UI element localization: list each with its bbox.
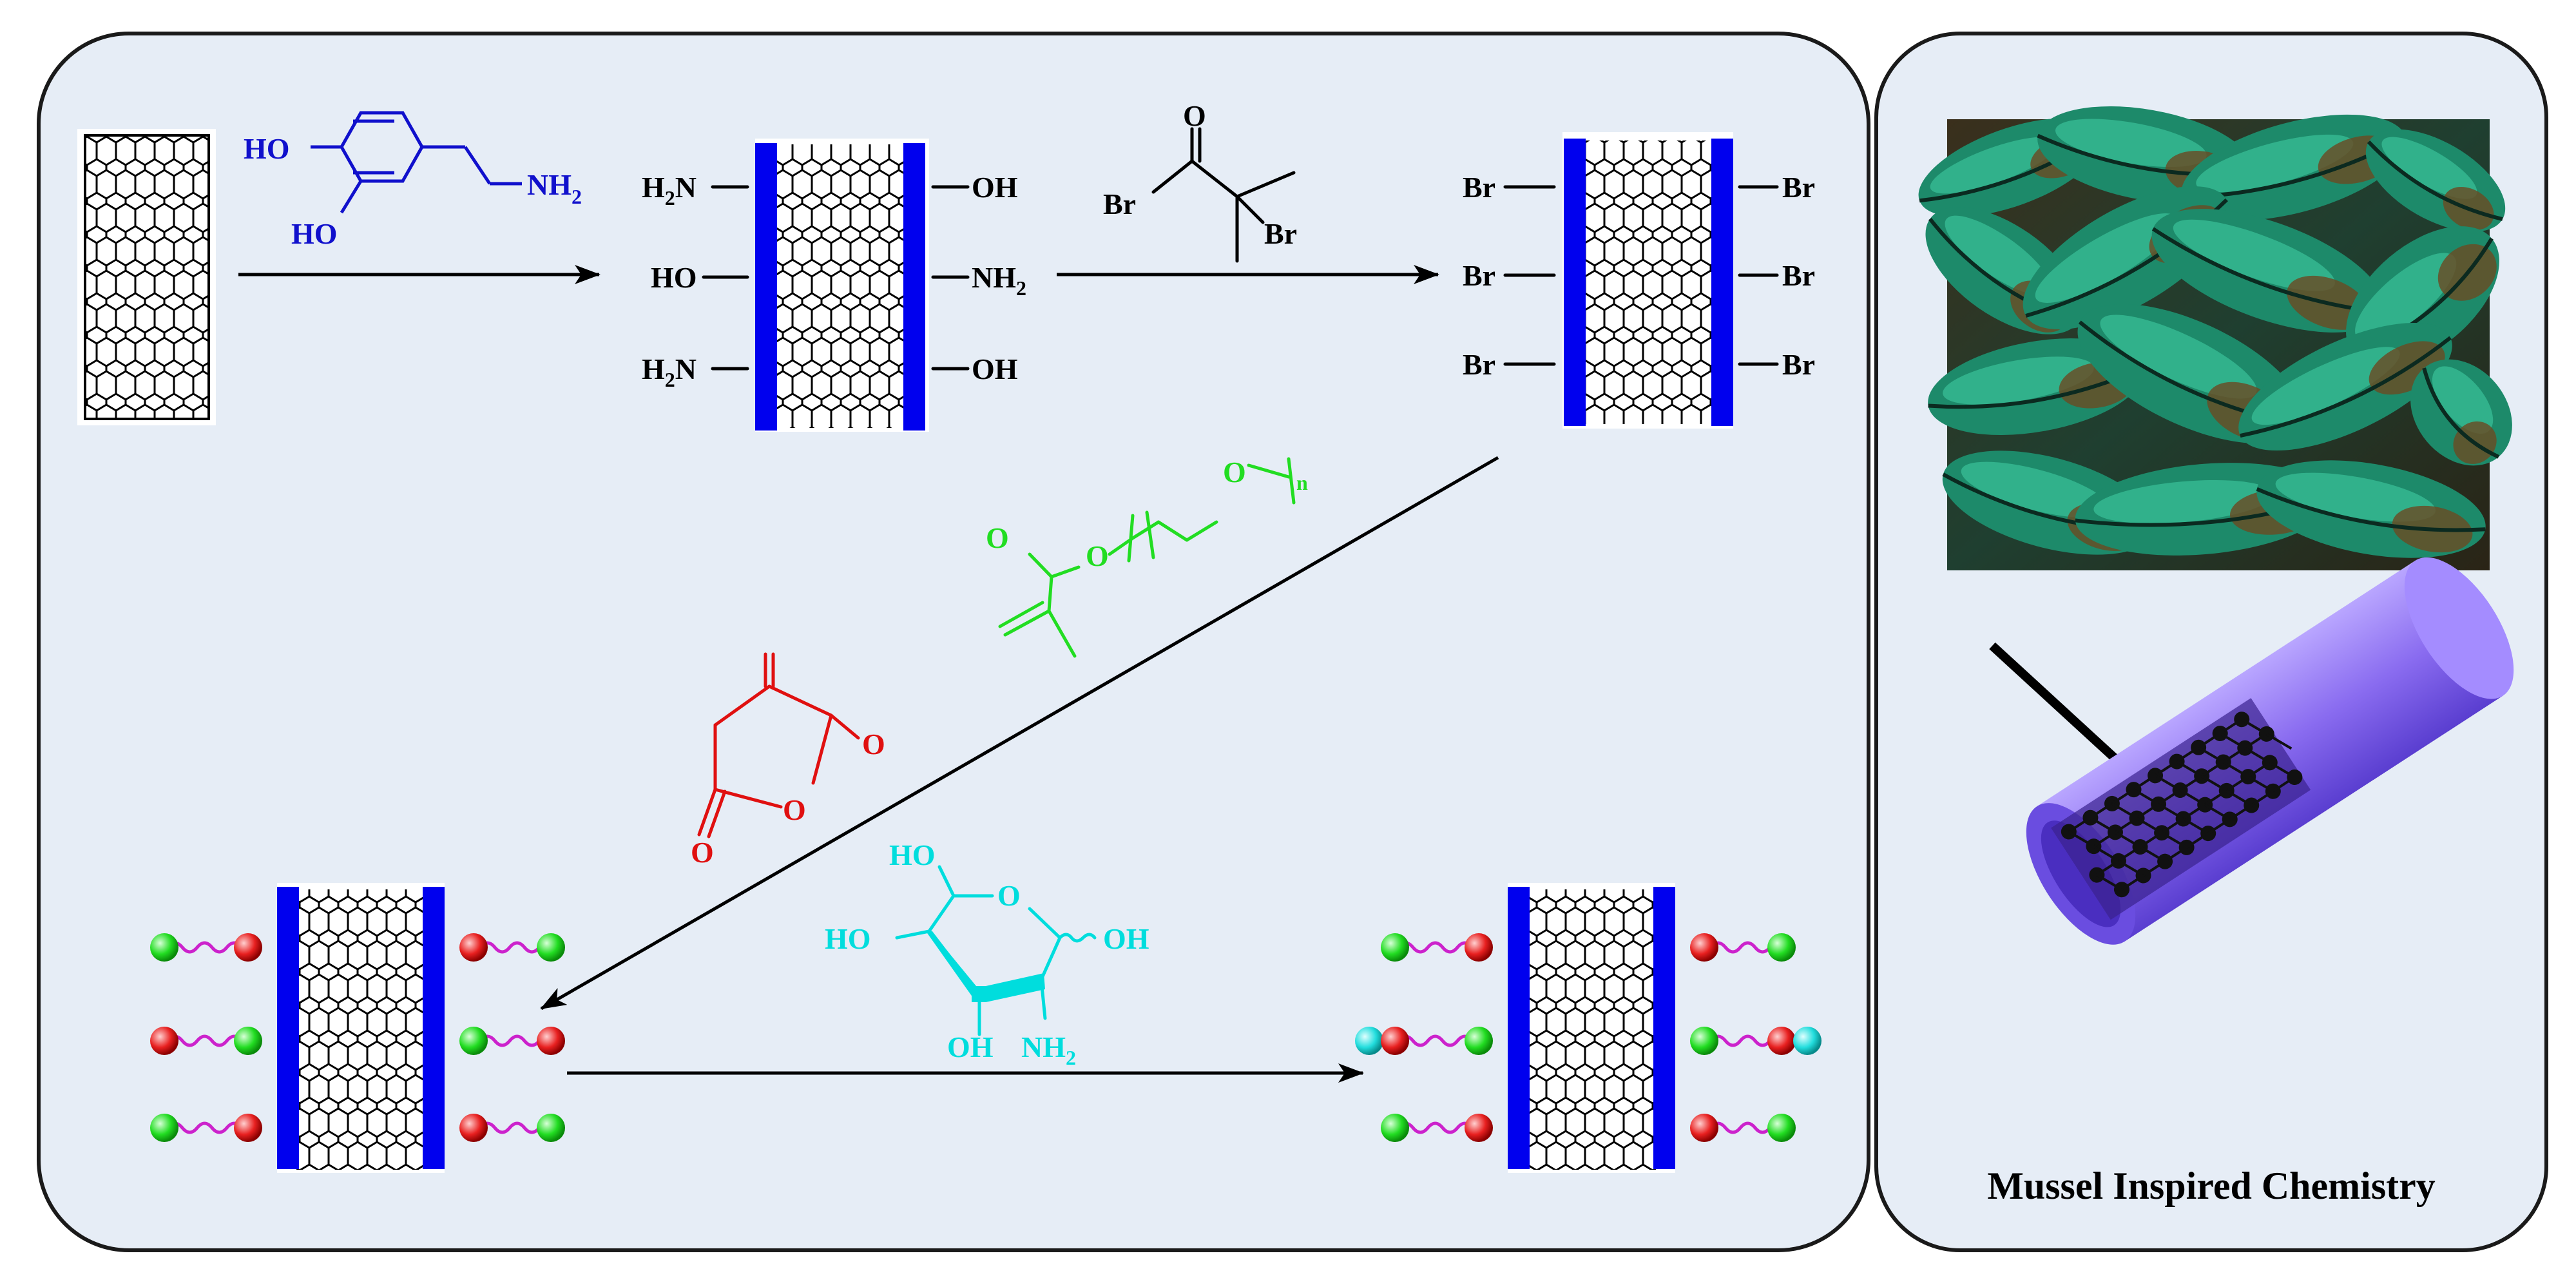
pegma-o1: O (986, 521, 1009, 554)
br-right-3: Br (1782, 348, 1815, 381)
br-left-3: Br (1463, 348, 1495, 381)
itaconic-structure: O O O (691, 652, 885, 869)
monomer-bead (150, 933, 178, 962)
cnt-pda-right-groups: OH NH2 OH (931, 171, 1026, 385)
gluc-ho-left: HO (825, 922, 871, 955)
polymer-brushes-left (150, 933, 565, 1142)
coated-cnt-illustration (2026, 557, 2514, 945)
gluc-ho-top: HO (889, 838, 936, 871)
carbon-atom (2234, 712, 2250, 728)
cnt-pda-left-groups: H2N HO H2N (642, 171, 749, 391)
pda-left-3: H2N (642, 353, 697, 391)
pristine-cnt (77, 129, 216, 425)
monomer-bead (1465, 1114, 1493, 1142)
cnt-br (1562, 132, 1733, 429)
bibb-br-left: Br (1103, 188, 1136, 220)
br-right-2: Br (1782, 259, 1815, 292)
gluc-o-ring: O (997, 879, 1021, 912)
br-right-1: Br (1782, 171, 1815, 204)
polymer-chain (1397, 1034, 1474, 1047)
pda-right-2: NH2 (972, 261, 1026, 300)
cnt-br-left-groups: Br Br Br (1463, 171, 1556, 381)
monomer-bead (537, 933, 565, 962)
cnt-polymer-grafted (277, 883, 445, 1173)
monomer-bead (1793, 1027, 1821, 1055)
pda-left-1: H2N (642, 171, 697, 209)
monomer-bead (1381, 1114, 1409, 1142)
polymer-chain (1397, 941, 1474, 954)
monomer-bead (234, 1114, 262, 1142)
monomer-bead (459, 1114, 488, 1142)
dopamine-ho-top: HO (244, 132, 290, 165)
mussel-shell (2256, 460, 2486, 558)
bibb-o: O (1183, 99, 1206, 132)
pegma-n: n (1296, 471, 1308, 494)
monomer-bead (1767, 1114, 1796, 1142)
bibb-br-right: Br (1264, 217, 1297, 250)
monomer-bead (537, 1027, 565, 1055)
mussel-photo (1918, 106, 2512, 570)
pda-left-2: HO (651, 261, 697, 294)
monomer-bead (459, 933, 488, 962)
polymer-chain (166, 941, 243, 954)
br-left-2: Br (1463, 259, 1495, 292)
monomer-bead (150, 1027, 178, 1055)
monomer-bead (537, 1114, 565, 1142)
bibb-structure: Br O Br (1103, 99, 1297, 263)
arrow-polymerization (540, 456, 1499, 1011)
mussel-shell (2410, 359, 2512, 466)
monomer-bead (459, 1027, 488, 1055)
polymer-chain (166, 1034, 243, 1047)
br-left-1: Br (1463, 171, 1495, 204)
dopamine-ho-bottom: HO (291, 217, 338, 250)
monomer-bead (234, 933, 262, 962)
monomer-bead (1767, 1027, 1796, 1055)
pda-right-1: OH (972, 171, 1018, 204)
polymer-chain (166, 1121, 243, 1134)
monomer-bead (234, 1027, 262, 1055)
monomer-bead (1355, 1027, 1383, 1055)
gluc-oh-right: OH (1103, 922, 1149, 955)
gluc-oh-bottom: OH (947, 1031, 994, 1063)
pegma-o3: O (1223, 456, 1246, 489)
polymer-brushes-right (1355, 933, 1821, 1142)
cnt-br-right-groups: Br Br Br (1738, 171, 1815, 381)
monomer-bead (1381, 1027, 1409, 1055)
carbon-atom (2287, 769, 2303, 785)
polymer-chain (1397, 1121, 1474, 1134)
pegma-structure: O O O n (986, 456, 1308, 658)
itaconic-o-ring: O (783, 793, 806, 826)
monomer-bead (1690, 1027, 1718, 1055)
monomer-bead (1690, 933, 1718, 962)
mussel-caption: Mussel Inspired Chemistry (1987, 1165, 2436, 1207)
monomer-bead (150, 1114, 178, 1142)
glucosamine-structure: HO O HO OH OH NH2 (825, 838, 1149, 1069)
monomer-bead (1767, 933, 1796, 962)
monomer-bead (1381, 933, 1409, 962)
cnt-pda (755, 139, 929, 432)
dopamine-nh2: NH2 (527, 168, 582, 208)
gluc-nh2: NH2 (1021, 1031, 1076, 1069)
mussel-shell (1928, 338, 2145, 435)
monomer-bead (1465, 1027, 1493, 1055)
dopamine-structure: HO HO NH2 (244, 111, 582, 250)
cnt-glucosamine (1508, 883, 1675, 1173)
pda-right-3: OH (972, 353, 1018, 385)
itaconic-o-left: O (691, 836, 714, 869)
mussel-shell (2365, 129, 2506, 232)
pegma-o2: O (1086, 539, 1109, 572)
monomer-bead (1690, 1114, 1718, 1142)
itaconic-o-right: O (862, 728, 885, 760)
monomer-bead (1465, 933, 1493, 962)
